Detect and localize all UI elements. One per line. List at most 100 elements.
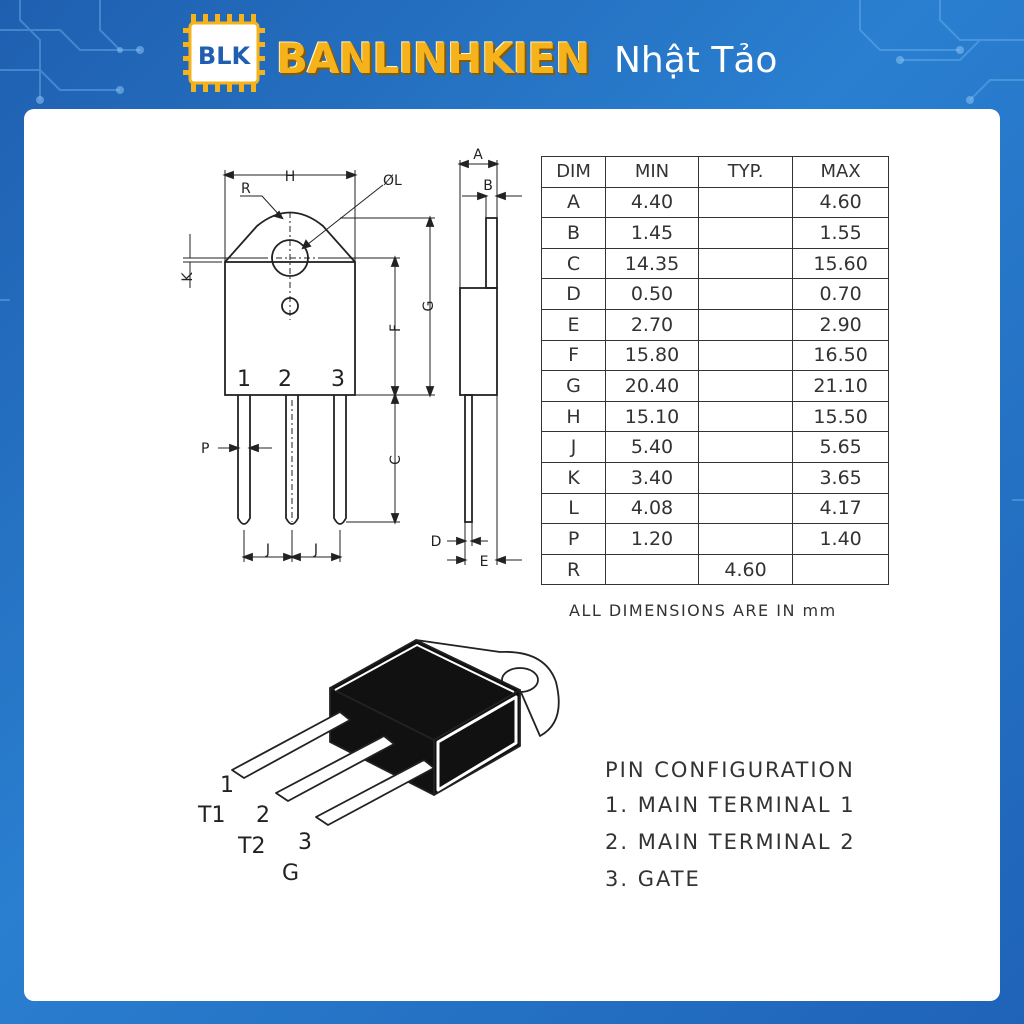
- pin-number-1: 1: [237, 367, 251, 392]
- label-f: F: [388, 324, 404, 332]
- label-h: H: [285, 169, 296, 185]
- cell-dim: G: [540, 370, 607, 402]
- cell-typ: [697, 492, 794, 525]
- header-dim: DIM: [540, 156, 607, 188]
- cell-dim: J: [540, 431, 607, 463]
- cell-typ: [697, 308, 794, 341]
- iso-body-right: [433, 689, 521, 796]
- side-body: [459, 287, 498, 396]
- side-lead: [464, 394, 473, 523]
- cell-dim: E: [540, 308, 607, 341]
- list-item: 3. GATE: [605, 867, 701, 891]
- iso-pin-2: 2: [256, 803, 270, 828]
- cell-dim: F: [540, 339, 607, 372]
- label-r: R: [241, 181, 251, 197]
- cell-min: 1.45: [605, 217, 699, 249]
- cell-dim: L: [540, 492, 607, 525]
- logo-text: BLK: [198, 42, 252, 70]
- cell-min: 15.80: [605, 339, 699, 372]
- cell-max: 15.60: [792, 247, 889, 280]
- cell-typ: [697, 523, 794, 555]
- cell-typ: [697, 431, 794, 463]
- cell-min: [605, 553, 699, 586]
- lead-2: [285, 395, 299, 525]
- cell-max: 21.10: [792, 370, 889, 402]
- label-g: G: [421, 301, 437, 312]
- cell-max: 1.55: [792, 217, 889, 249]
- cell-max: 16.50: [792, 339, 889, 372]
- cell-dim: K: [540, 461, 607, 494]
- header-max: MAX: [792, 156, 889, 188]
- iso-lead-3: [315, 759, 435, 826]
- list-item: 1. MAIN TERMINAL 1: [605, 793, 856, 817]
- header-typ: TYP.: [697, 156, 794, 188]
- brand-header: BLK BANLINHKIEN Nhật Tảo: [0, 0, 1024, 110]
- iso-tab: [415, 639, 560, 737]
- cell-min: 20.40: [605, 370, 699, 402]
- cell-dim: D: [540, 278, 607, 310]
- lead-3: [333, 395, 347, 525]
- cell-max: 0.70: [792, 278, 889, 310]
- cell-max: 2.90: [792, 308, 889, 341]
- cell-max: [792, 553, 889, 586]
- cell-max: 3.65: [792, 461, 889, 494]
- cell-typ: [697, 278, 794, 310]
- isometric-view: [231, 639, 560, 826]
- cell-dim: R: [540, 553, 607, 586]
- iso-pin-3: 3: [298, 830, 312, 855]
- brand-name: BANLINHKIEN: [276, 34, 590, 83]
- iso-lead-2: [275, 735, 395, 802]
- cell-typ: [697, 217, 794, 249]
- pin-number-3: 3: [331, 367, 345, 392]
- label-d: D: [431, 534, 442, 550]
- label-j2: J: [313, 542, 318, 558]
- cell-typ: [697, 247, 794, 280]
- iso-lead-1: [231, 711, 351, 779]
- cell-max: 15.50: [792, 400, 889, 433]
- side-labels: A B D E: [431, 147, 493, 570]
- cell-dim: C: [540, 247, 607, 280]
- iso-labels: 1 T1 2 T2 3 G: [197, 773, 312, 886]
- cell-max: 4.17: [792, 492, 889, 525]
- table-header-row: DIM MIN TYP. MAX: [540, 156, 889, 188]
- cell-min: 2.70: [605, 308, 699, 341]
- cell-typ: [697, 461, 794, 494]
- cell-min: 5.40: [605, 431, 699, 463]
- cell-typ: [697, 186, 794, 219]
- brand-subtitle: Nhật Tảo: [614, 40, 778, 81]
- label-a: A: [473, 147, 483, 163]
- cell-min: 3.40: [605, 461, 699, 494]
- cell-typ: [697, 339, 794, 372]
- cell-typ: [697, 370, 794, 402]
- pin-number-2: 2: [278, 367, 292, 392]
- cell-min: 0.50: [605, 278, 699, 310]
- lead-1: [237, 395, 251, 525]
- label-l: ØL: [383, 173, 402, 189]
- side-tab: [485, 217, 498, 289]
- label-b: B: [483, 178, 493, 194]
- front-body-outline: [224, 261, 356, 396]
- cell-typ: [697, 400, 794, 433]
- label-p: P: [201, 441, 209, 457]
- iso-label-t1: T1: [197, 803, 225, 828]
- cell-min: 14.35: [605, 247, 699, 280]
- cell-typ: 4.60: [697, 553, 794, 586]
- side-view: [447, 159, 522, 565]
- header-min: MIN: [605, 156, 699, 188]
- label-e: E: [480, 554, 489, 570]
- label-j1: J: [265, 542, 270, 558]
- cell-dim: B: [540, 217, 607, 249]
- cell-max: 4.60: [792, 186, 889, 219]
- cell-min: 1.20: [605, 523, 699, 555]
